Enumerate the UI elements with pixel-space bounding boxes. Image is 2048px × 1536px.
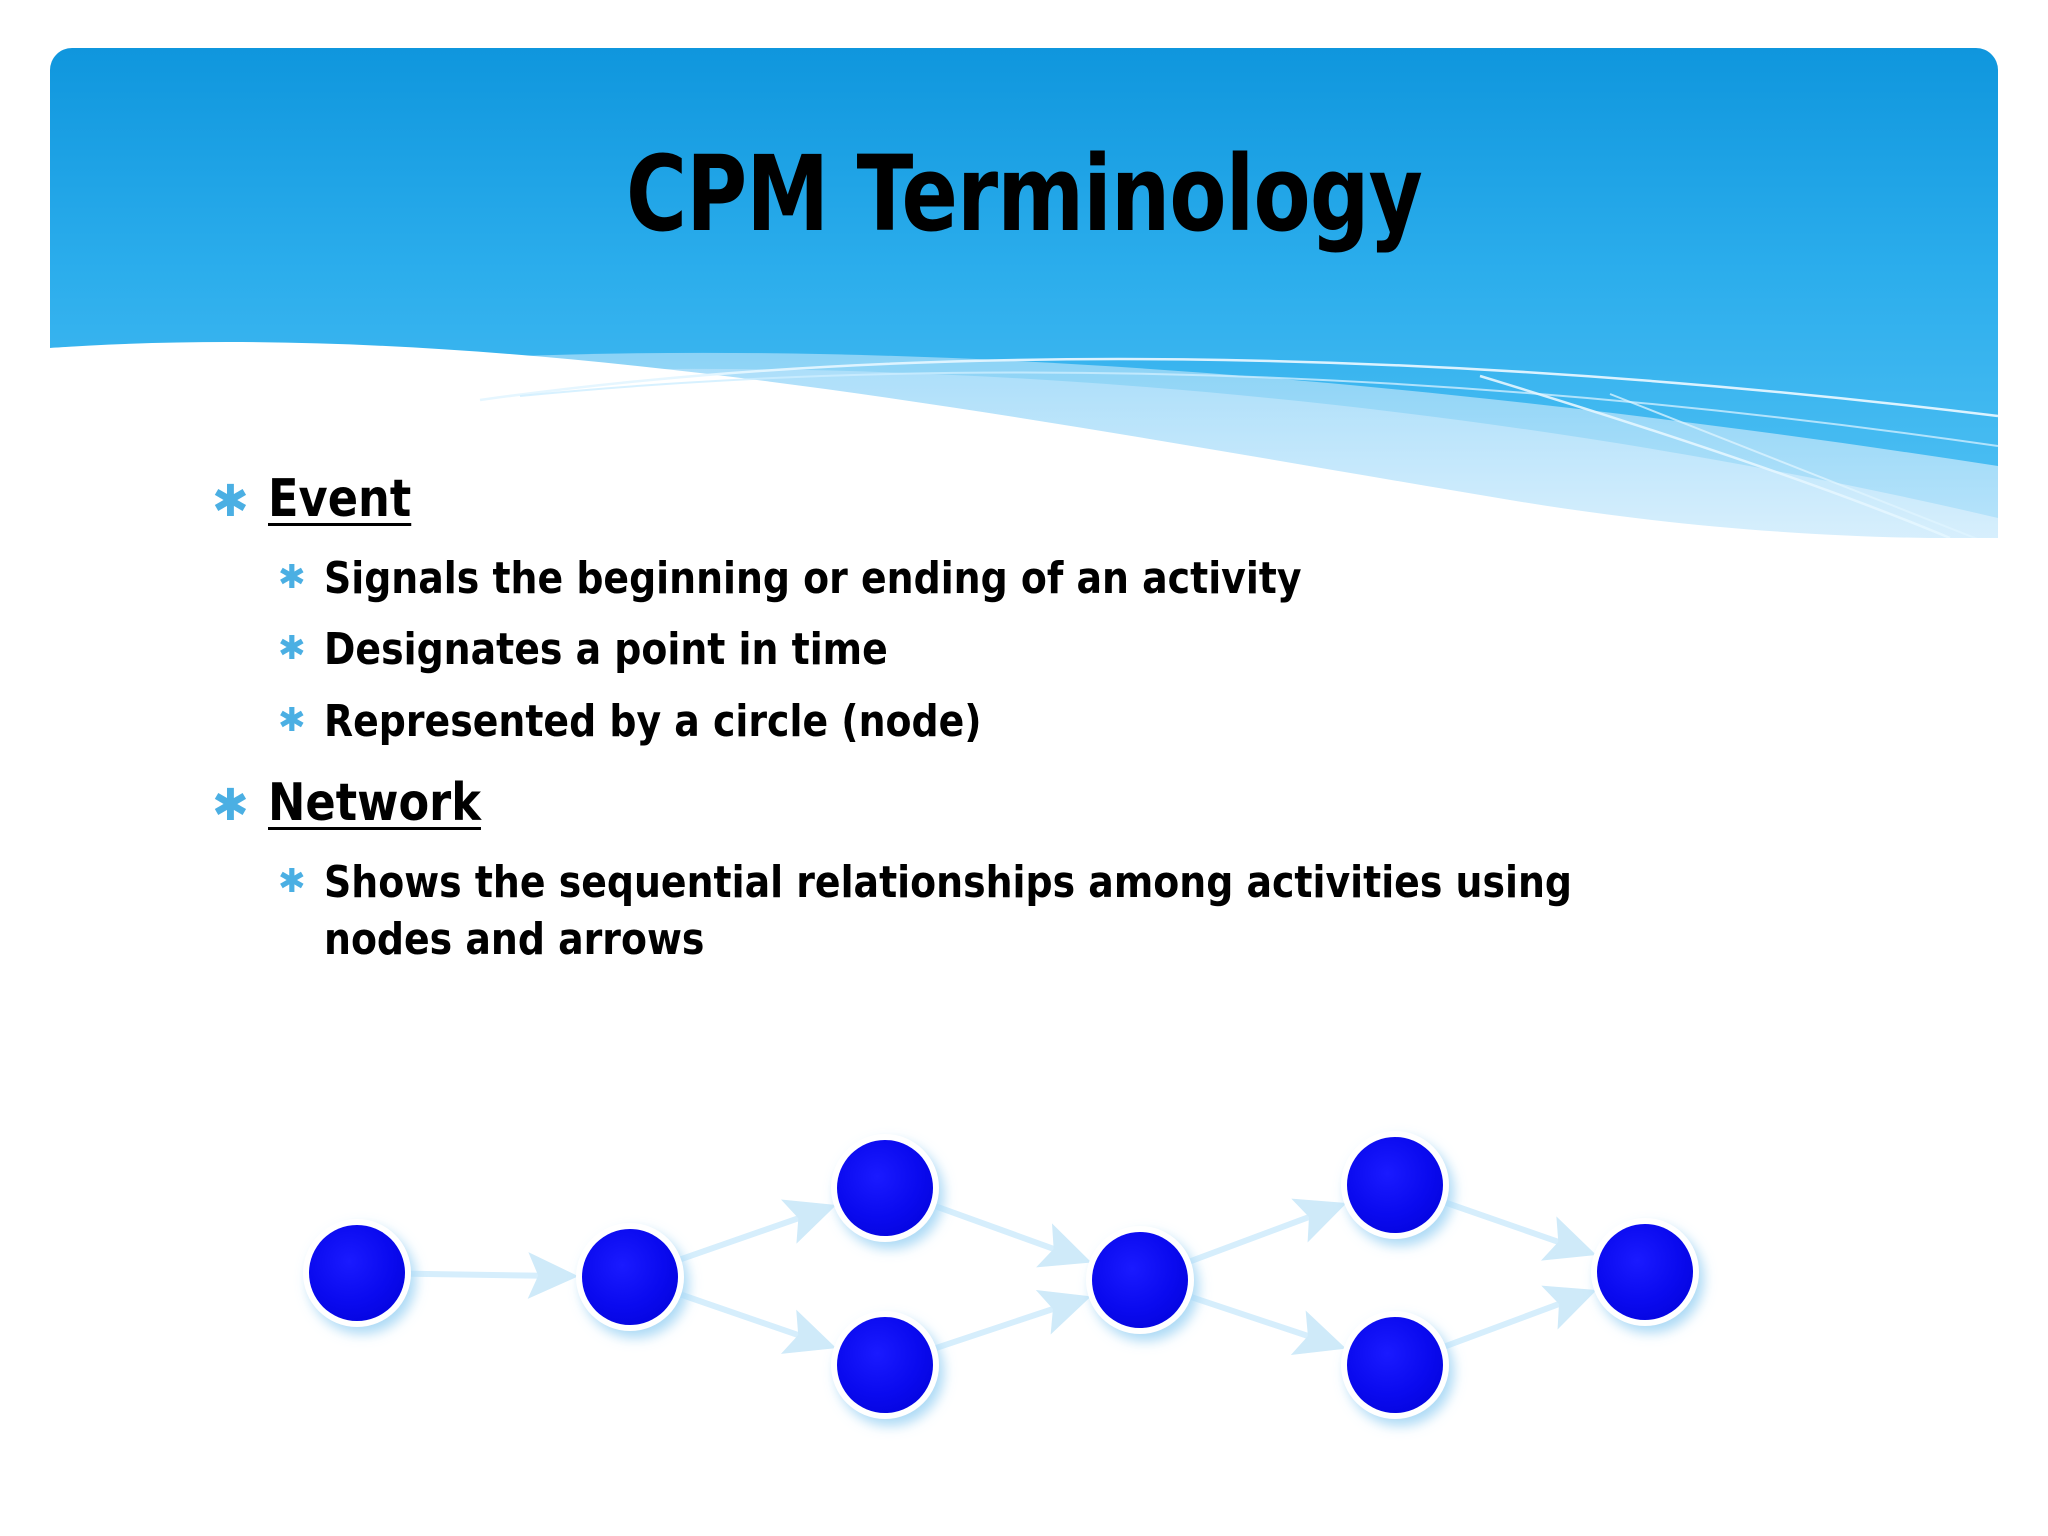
bullet-text: Represented by a circle (node) bbox=[324, 695, 982, 747]
network-arrow bbox=[1442, 1285, 1597, 1350]
network-node-ring bbox=[1086, 1226, 1194, 1334]
bullet-text: Event bbox=[268, 469, 412, 529]
asterisk-bullet-icon: ✱ bbox=[278, 862, 306, 900]
network-arrow bbox=[678, 1291, 837, 1354]
network-node-ring bbox=[831, 1311, 939, 1419]
network-node-circle bbox=[1092, 1232, 1188, 1328]
asterisk-bullet-icon: ✱ bbox=[278, 629, 306, 667]
bullet-item-event: ✱ Event bbox=[0, 470, 2048, 528]
network-node bbox=[576, 1223, 684, 1331]
network-node bbox=[1341, 1311, 1449, 1419]
network-nodes bbox=[303, 1131, 1699, 1419]
bullet-text: Shows the sequential relationships among… bbox=[324, 857, 1573, 966]
network-node-ring bbox=[576, 1223, 684, 1331]
network-arrow bbox=[677, 1199, 837, 1263]
wave-white-main-2 bbox=[50, 343, 1836, 538]
wave-highlight-line-4 bbox=[1609, 393, 1978, 538]
bullet-item-shows: ✱ Shows the sequential relationships amo… bbox=[0, 854, 2048, 968]
bullet-item-network: ✱ Network bbox=[0, 774, 2048, 832]
wave-highlight-line-1 bbox=[479, 357, 1998, 418]
network-arrow bbox=[932, 1203, 1092, 1268]
network-node-circle bbox=[837, 1317, 933, 1413]
network-node-ring bbox=[1341, 1131, 1449, 1239]
network-node-ring bbox=[303, 1219, 411, 1327]
bullet-text: Designates a point in time bbox=[324, 624, 888, 676]
network-node-circle bbox=[837, 1140, 933, 1236]
network-node-circle bbox=[582, 1229, 678, 1325]
network-node bbox=[831, 1311, 939, 1419]
wave-highlight-line-2 bbox=[519, 371, 1998, 447]
bullet-item-represented: ✱ Represented by a circle (node) bbox=[0, 693, 2048, 750]
asterisk-bullet-icon: ✱ bbox=[212, 780, 249, 830]
bullet-item-signals: ✱ Signals the beginning or ending of an … bbox=[0, 550, 2048, 607]
asterisk-bullet-icon: ✱ bbox=[278, 558, 306, 596]
slide-body-content: ✱ Event ✱ Signals the beginning or endin… bbox=[0, 470, 2048, 974]
asterisk-bullet-icon: ✱ bbox=[212, 477, 249, 526]
network-arrow bbox=[1188, 1294, 1347, 1355]
network-node-circle bbox=[309, 1225, 405, 1321]
bullet-text: Signals the beginning or ending of an ac… bbox=[324, 553, 1302, 605]
network-node bbox=[1341, 1131, 1449, 1239]
page-title: CPM Terminology bbox=[625, 133, 1423, 255]
network-node-ring bbox=[831, 1134, 939, 1242]
network-arrow bbox=[933, 1290, 1092, 1351]
bullet-text: Network bbox=[268, 772, 481, 833]
network-node-circle bbox=[1597, 1224, 1693, 1320]
network-node-circle bbox=[1347, 1137, 1443, 1233]
network-arrow bbox=[407, 1252, 579, 1299]
network-node bbox=[1591, 1218, 1699, 1326]
network-node-ring bbox=[1341, 1311, 1449, 1419]
header-wave-graphic bbox=[50, 48, 1998, 538]
network-edges bbox=[407, 1198, 1597, 1355]
network-arrow bbox=[1187, 1198, 1347, 1265]
slide-header-band bbox=[50, 48, 1998, 538]
network-arrow bbox=[1443, 1199, 1597, 1261]
network-node-circle bbox=[1347, 1317, 1443, 1413]
network-node-ring bbox=[1591, 1218, 1699, 1326]
wave-highlight-line-3 bbox=[1479, 374, 1951, 538]
asterisk-bullet-icon: ✱ bbox=[278, 700, 306, 738]
network-node bbox=[303, 1219, 411, 1327]
bullet-item-designates: ✱ Designates a point in time bbox=[0, 621, 2048, 678]
network-node bbox=[831, 1134, 939, 1242]
network-node bbox=[1086, 1226, 1194, 1334]
